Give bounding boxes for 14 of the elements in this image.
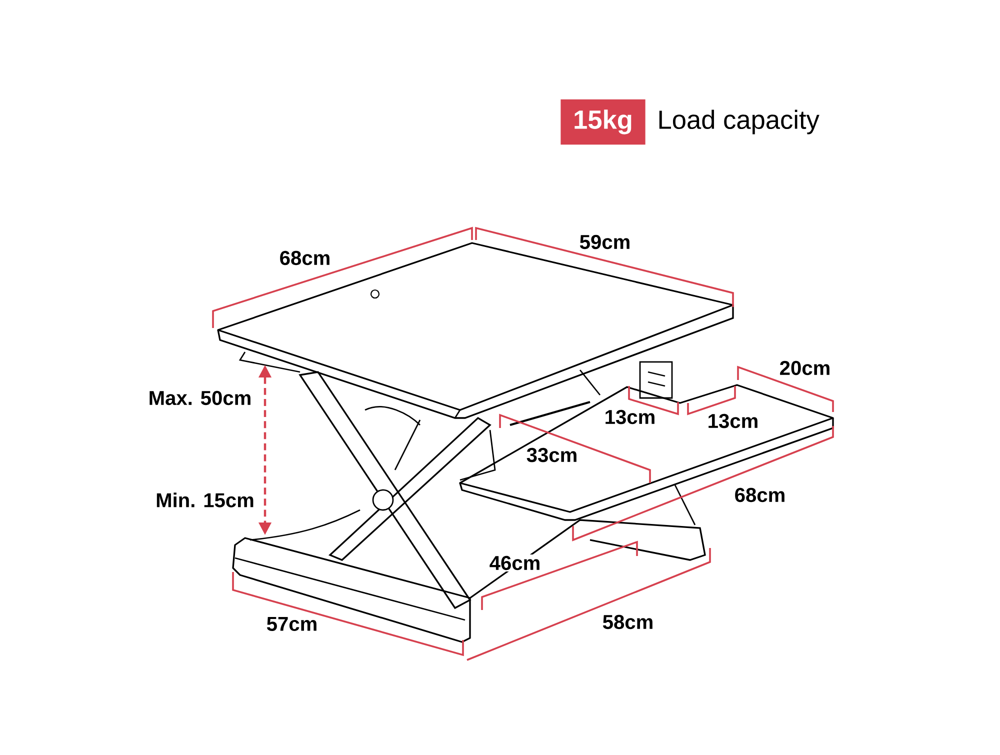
dimension-label: 46cm xyxy=(488,554,542,572)
dimension-label: 33cm xyxy=(524,446,580,464)
caption-text: Load capacity xyxy=(659,110,820,134)
dimension-label: 59cm xyxy=(578,234,632,250)
dimension-label: 57cm xyxy=(264,616,320,632)
dimension-label: 68cm xyxy=(732,486,788,504)
dimension-label: Min. 15cm xyxy=(154,491,256,509)
dimension-label: 20cm xyxy=(778,360,832,376)
dimension-label: Max. 50cm xyxy=(146,390,254,406)
dimension-label: 68cm xyxy=(278,250,332,266)
dimension-label: 58cm xyxy=(600,614,656,630)
dimension-label: 13cm xyxy=(602,408,658,426)
dimension-label: 13cm xyxy=(706,412,760,430)
capacity-badge: 15kg xyxy=(560,99,646,145)
